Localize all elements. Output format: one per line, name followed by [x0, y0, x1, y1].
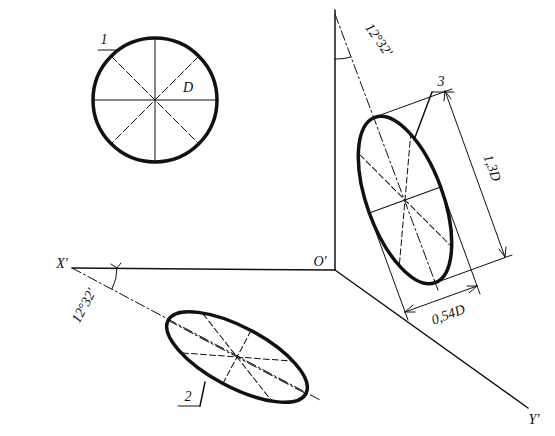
ellipse — [339, 104, 471, 295]
leader-line — [414, 92, 432, 140]
extension-line — [369, 213, 408, 320]
angle-arc — [335, 57, 351, 59]
arrowhead — [111, 263, 121, 268]
arrowhead — [444, 91, 506, 257]
extension-line — [441, 187, 480, 294]
center-line — [72, 268, 320, 400]
extension-line — [375, 89, 452, 117]
dimension-label: 1,3D — [479, 150, 505, 185]
axis-label: Y' — [527, 412, 542, 428]
leader-line — [98, 50, 118, 51]
callout-number: 2 — [183, 389, 194, 405]
angle-label: 12°32' — [360, 19, 396, 61]
z-axis — [334, 10, 336, 270]
x-axis — [72, 268, 335, 270]
origin-label: O' — [311, 254, 328, 270]
circle — [93, 38, 217, 162]
y-axis — [335, 270, 528, 408]
leader-line — [432, 92, 454, 93]
axis-label: X' — [54, 256, 70, 272]
leader-line — [178, 406, 200, 407]
diameter-line — [111, 56, 199, 144]
angle-arc — [112, 268, 117, 289]
callout-number: 1 — [99, 32, 110, 48]
leader-line — [118, 47, 124, 50]
ellipse — [154, 294, 320, 420]
dimension-symbol: D — [181, 80, 195, 96]
leader-line — [200, 382, 205, 406]
dimension-label: 0,54D — [427, 301, 469, 329]
callout-number: 3 — [436, 74, 447, 90]
extension-line — [435, 255, 512, 283]
angle-label: 12°32' — [67, 284, 100, 327]
dimension-line — [445, 91, 505, 257]
diameter-line — [111, 56, 199, 144]
